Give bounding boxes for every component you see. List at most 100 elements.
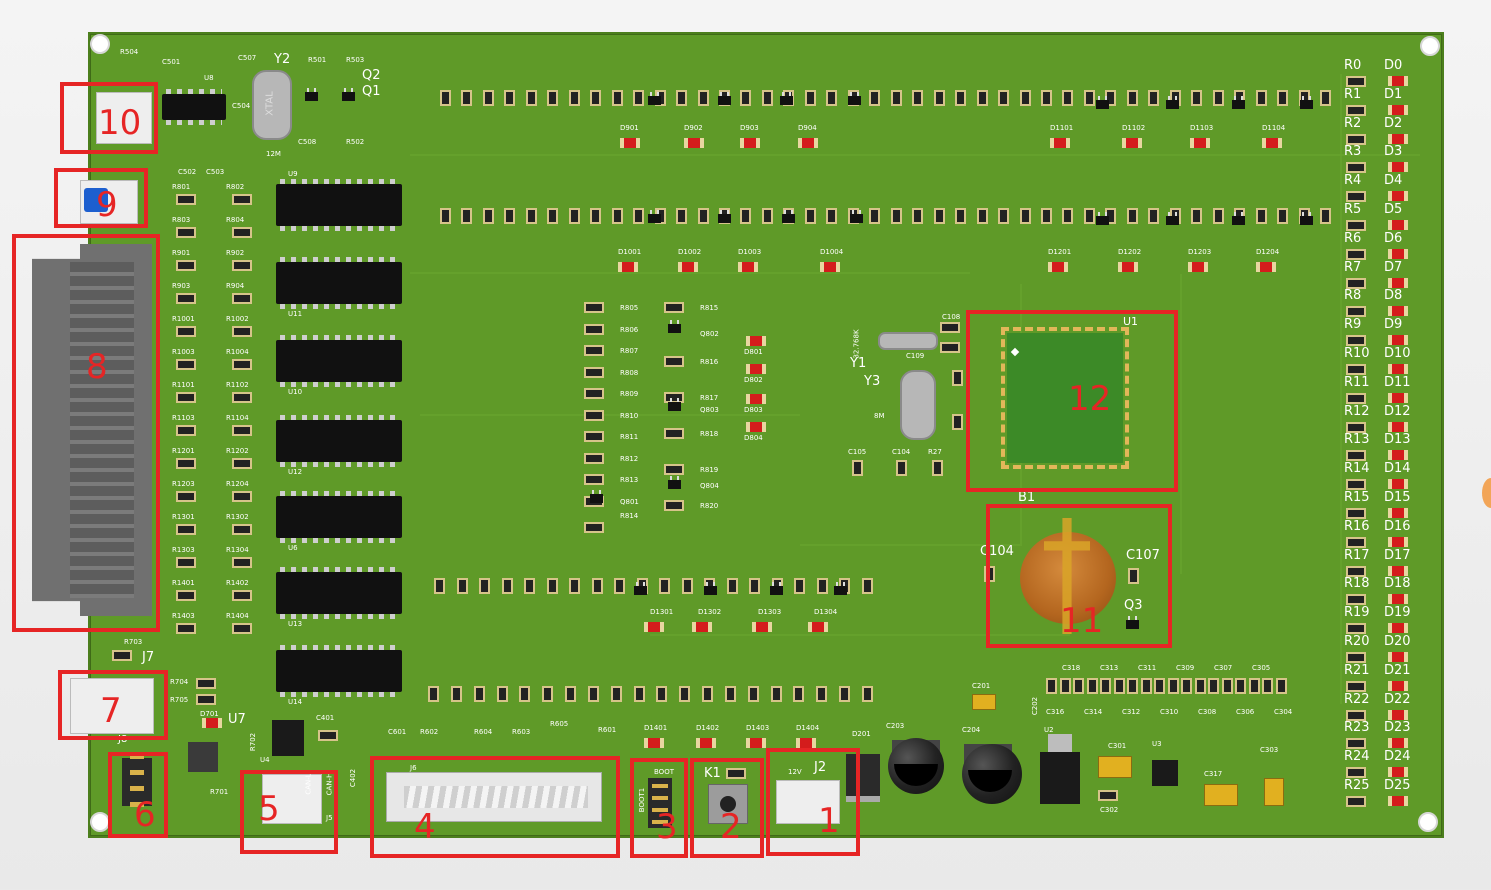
resistor xyxy=(542,686,553,702)
idc-connector-4-slot xyxy=(404,786,588,808)
led xyxy=(1388,76,1408,86)
right-r-label: R2 xyxy=(1344,115,1362,131)
capacitor xyxy=(1086,678,1098,694)
led-label: D1304 xyxy=(814,608,838,616)
transistor xyxy=(718,92,731,105)
silk-c508: C508 xyxy=(298,138,317,146)
transistor-label: Q803 xyxy=(700,406,719,414)
right-d-label: D0 xyxy=(1384,58,1403,73)
transistor xyxy=(848,92,861,105)
silk-c401: C401 xyxy=(316,714,335,722)
resistor xyxy=(232,194,252,205)
resistor-label: R1202 xyxy=(226,447,249,455)
right-r-label: R12 xyxy=(1344,403,1370,419)
right-r-label: R10 xyxy=(1344,346,1370,361)
silk-d701: D701 xyxy=(200,710,219,718)
silk-u4: U4 xyxy=(260,756,270,764)
connector-7-body xyxy=(70,678,154,734)
led-label: D1104 xyxy=(1262,124,1286,132)
connector-10-body xyxy=(96,92,152,144)
silk-j2: J2 xyxy=(814,760,827,775)
resistor-label: R1401 xyxy=(172,579,195,587)
led-label: D801 xyxy=(744,348,763,356)
callout-box-6 xyxy=(108,752,168,838)
resistor-label: R1403 xyxy=(172,612,195,620)
resistor xyxy=(474,686,485,702)
transistor xyxy=(1300,212,1313,225)
resistor xyxy=(1346,479,1366,491)
callout-box-11 xyxy=(986,504,1172,648)
right-r-label: R21 xyxy=(1344,662,1370,678)
resistor xyxy=(1346,565,1366,577)
silk-8m: 8M xyxy=(874,412,885,420)
cap-c302 xyxy=(1098,790,1118,801)
resistor xyxy=(679,686,690,702)
silk-32k: 32.768K xyxy=(852,329,861,359)
resistor xyxy=(232,524,252,535)
resistor xyxy=(483,208,494,224)
resistor xyxy=(1148,90,1159,106)
right-d-label: D1 xyxy=(1384,86,1403,102)
resistor xyxy=(176,590,196,601)
resistor xyxy=(1277,208,1288,224)
silk-r27: R27 xyxy=(928,448,942,456)
right-r-label: R9 xyxy=(1344,317,1362,333)
silk-r704: R704 xyxy=(170,678,189,686)
silk-u3: U3 xyxy=(1152,740,1162,748)
resistor xyxy=(1127,90,1138,106)
driver-ic-label: U11 xyxy=(288,310,303,318)
resistor-label: R802 xyxy=(226,183,245,191)
resistor xyxy=(176,425,196,436)
silk-j6: J6 xyxy=(410,764,417,772)
capacitor xyxy=(1221,678,1233,694)
silk-c301: C301 xyxy=(1108,742,1127,750)
resistor-label: R1404 xyxy=(226,612,249,620)
led xyxy=(1122,138,1142,148)
resistor xyxy=(547,578,558,594)
transistor xyxy=(634,582,647,595)
res-r703 xyxy=(112,650,132,661)
page-edge-marker xyxy=(1482,478,1491,508)
capacitor xyxy=(1100,678,1111,694)
resistor xyxy=(1346,162,1366,174)
resistor xyxy=(232,623,252,634)
resistor xyxy=(1346,248,1366,260)
right-d-label: D16 xyxy=(1384,518,1411,534)
resistor-label: R817 xyxy=(700,394,719,402)
resistor xyxy=(698,208,709,224)
transistor xyxy=(704,582,717,595)
capacitor xyxy=(1235,678,1246,694)
resistor xyxy=(176,524,196,535)
transistor xyxy=(1096,96,1109,109)
resistor xyxy=(1191,90,1202,106)
led-label: D1102 xyxy=(1122,124,1146,132)
resistor xyxy=(428,686,439,702)
right-r-label: R11 xyxy=(1344,374,1370,390)
right-r-label: R25 xyxy=(1344,778,1370,793)
resistor-label: R1002 xyxy=(226,315,249,323)
led xyxy=(1388,335,1408,346)
capacitor xyxy=(1113,678,1125,694)
capacitor-label: C314 xyxy=(1084,708,1103,716)
led-label: D904 xyxy=(798,124,817,132)
resistor-label: R1101 xyxy=(172,381,195,389)
right-r-label: R14 xyxy=(1344,461,1370,477)
resistor xyxy=(584,431,604,442)
regulator-u3 xyxy=(1152,760,1178,786)
mount-hole-tl xyxy=(90,34,110,54)
driver-ic xyxy=(276,645,402,697)
led-label: D1301 xyxy=(650,608,674,616)
silk-r604: R604 xyxy=(474,728,493,736)
silk-12v: 12V xyxy=(788,768,802,776)
callout-box-3 xyxy=(630,758,688,858)
resistor xyxy=(664,464,684,475)
resistor-label: R1204 xyxy=(226,480,249,488)
resistor-label: R1304 xyxy=(226,546,249,554)
right-r-label: R13 xyxy=(1344,432,1370,448)
led-label: D901 xyxy=(620,124,639,132)
resistor xyxy=(771,686,782,702)
led xyxy=(1388,364,1408,374)
right-d-label: D3 xyxy=(1384,144,1403,160)
resistor xyxy=(1346,738,1366,750)
resistor xyxy=(1084,208,1095,224)
